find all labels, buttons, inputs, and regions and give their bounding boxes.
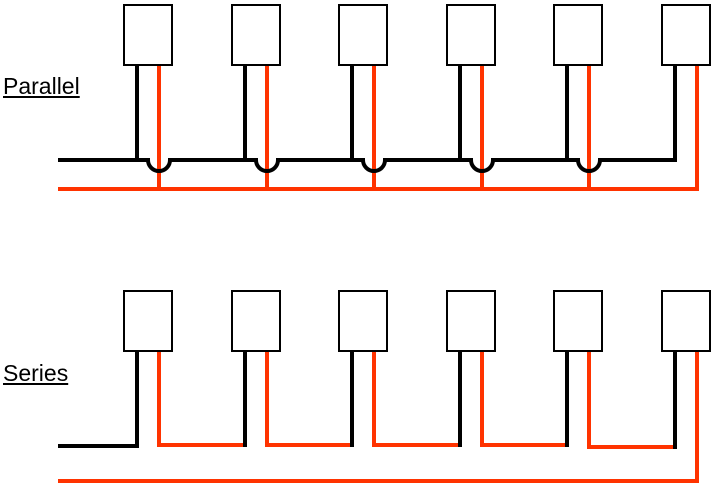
series-link-wire: [265, 351, 350, 447]
series-label: Series: [3, 360, 69, 386]
negative-bus-wire: [58, 158, 677, 173]
series-link-wire: [480, 351, 565, 447]
parallel-device-box: [231, 4, 281, 66]
negative-lead-wire: [58, 351, 139, 448]
series-device-box: [661, 290, 711, 352]
parallel-device-box: [661, 4, 711, 66]
series-device-box: [553, 290, 603, 352]
parallel-wiring-diagram: [58, 4, 711, 191]
series-device-box: [231, 290, 281, 352]
series-device-box: [446, 290, 496, 352]
series-wiring-diagram: [58, 290, 711, 483]
series-link-wire: [587, 351, 673, 449]
series-device-box: [123, 290, 173, 352]
series-link-wire: [157, 351, 243, 447]
parallel-device-box: [553, 4, 603, 66]
parallel-label: Parallel: [3, 73, 80, 99]
series-device-box: [338, 290, 388, 352]
parallel-device-box: [338, 4, 388, 66]
series-link-wire: [372, 351, 458, 447]
positive-return-wire: [58, 351, 699, 483]
parallel-device-box: [123, 4, 173, 66]
parallel-device-box: [446, 4, 496, 66]
